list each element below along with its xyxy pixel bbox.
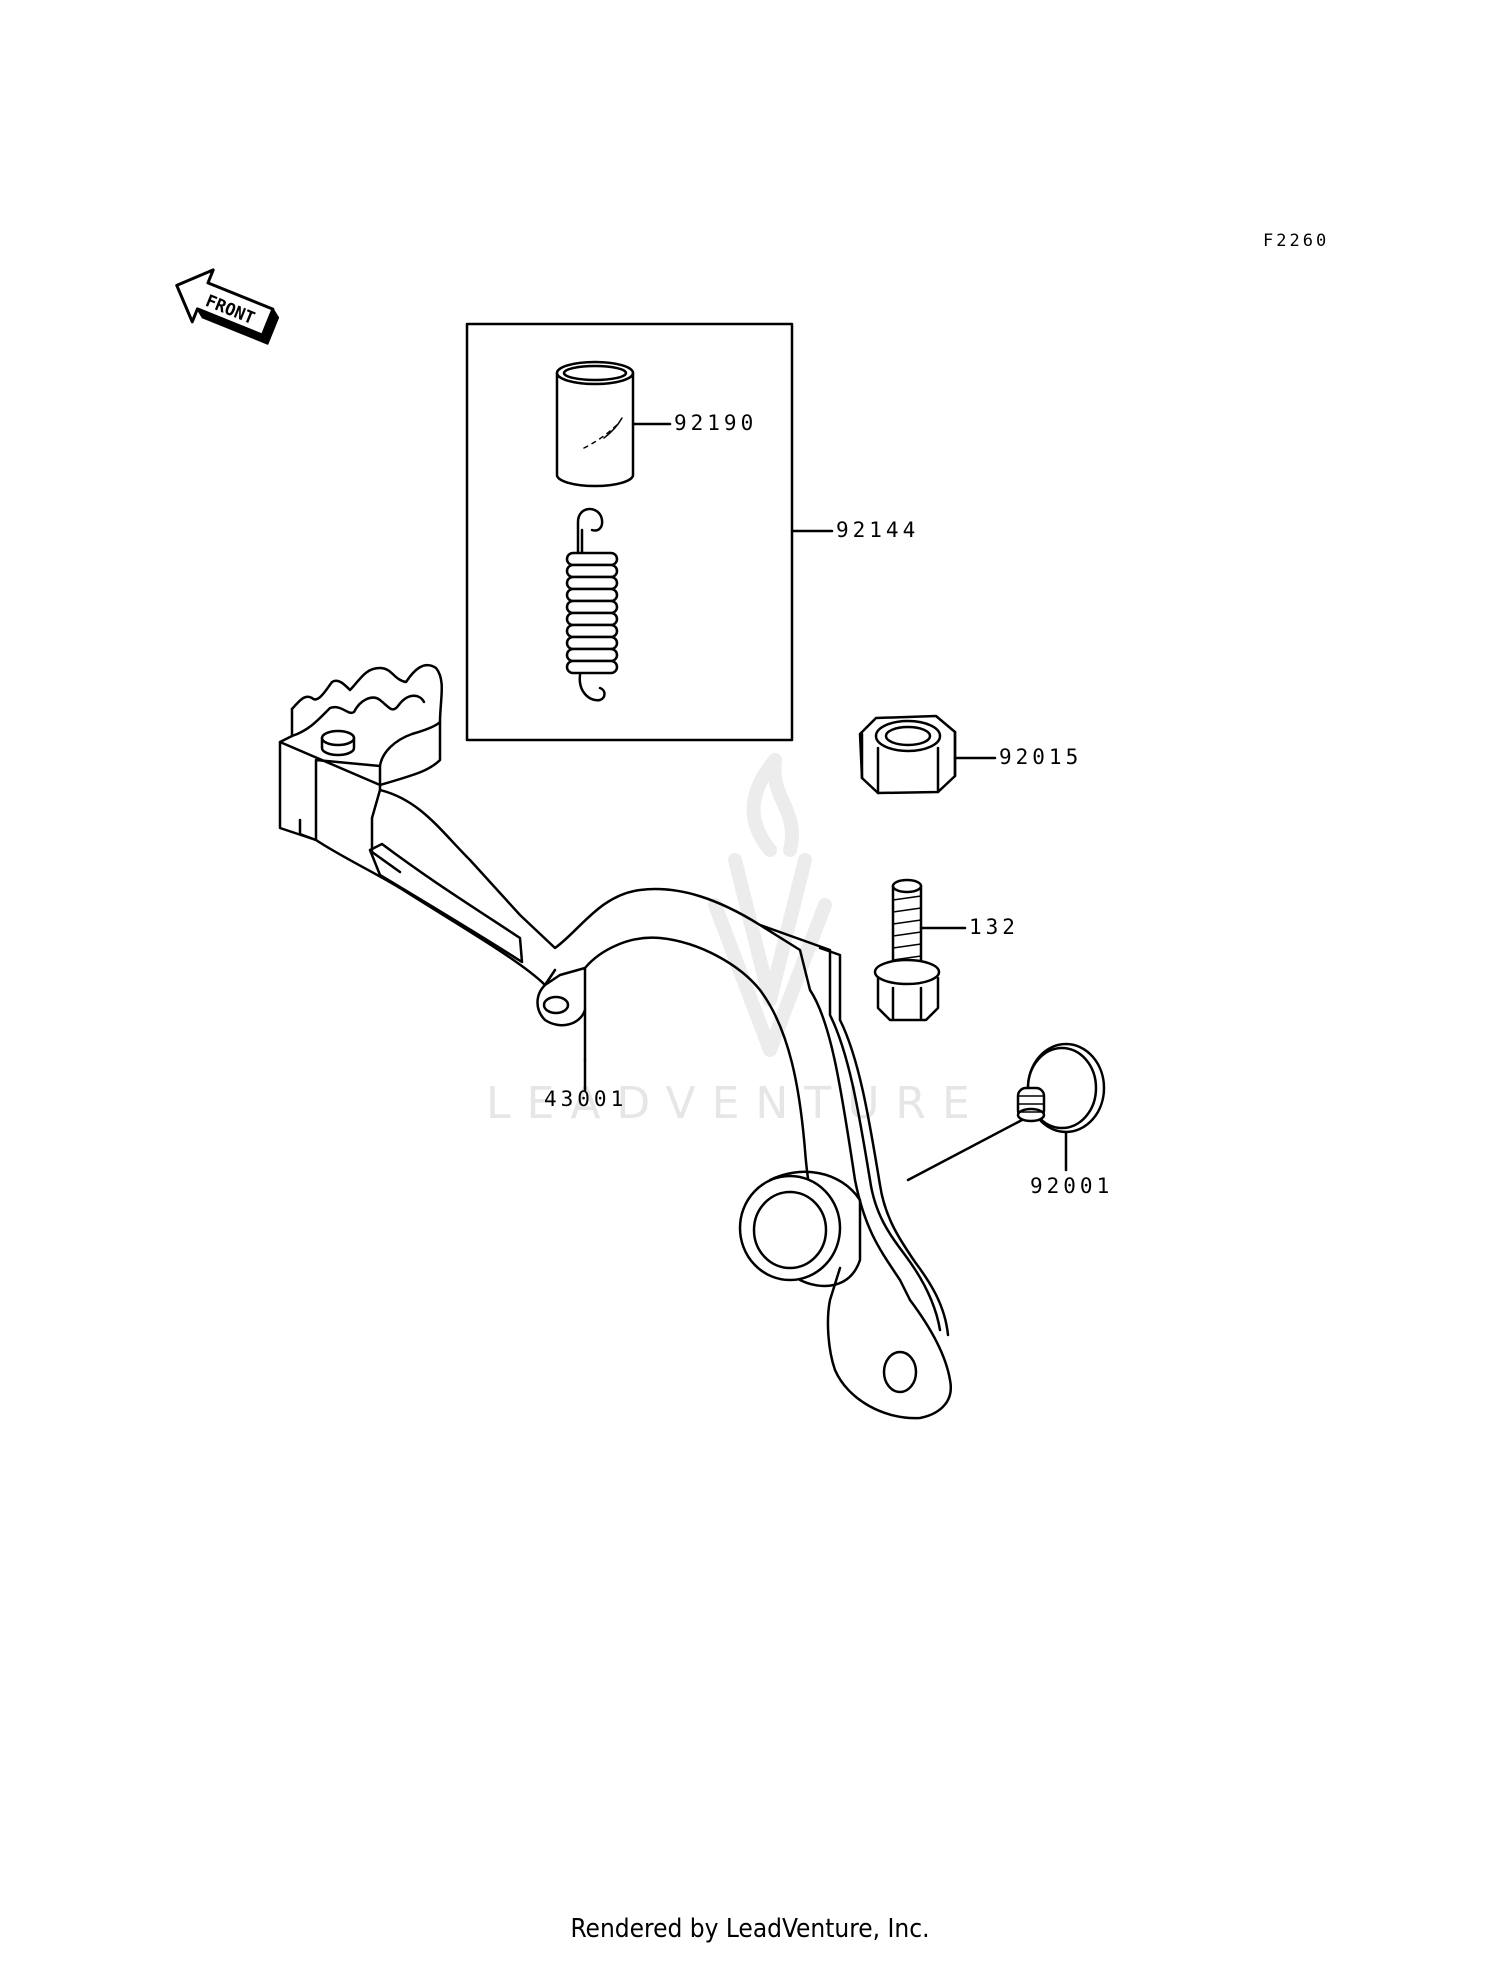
pin-92001 (906, 1042, 1106, 1182)
watermark-logo (708, 753, 832, 1057)
part-label-92001[interactable]: 92001 (1030, 1174, 1114, 1198)
front-arrow-icon: FRONT (175, 268, 280, 345)
part-label-92015[interactable]: 92015 (999, 745, 1083, 769)
brake-pedal-43001 (278, 663, 953, 1420)
figure-code: F2260 (1263, 231, 1330, 251)
footer-credit: Rendered by LeadVenture, Inc. (570, 1914, 930, 1944)
spring-part (565, 507, 619, 702)
bolt-132 (873, 878, 967, 1022)
part-label-43001[interactable]: 43001 (544, 1087, 628, 1111)
part-label-92144[interactable]: 92144 (836, 518, 920, 542)
watermark-text: LEADVENTURE (486, 1078, 986, 1129)
nut-92015 (858, 714, 997, 795)
part-label-132[interactable]: 132 (969, 915, 1019, 939)
part-label-92190[interactable]: 92190 (674, 411, 758, 435)
collar-92190 (555, 360, 672, 488)
kit-box (465, 322, 794, 742)
